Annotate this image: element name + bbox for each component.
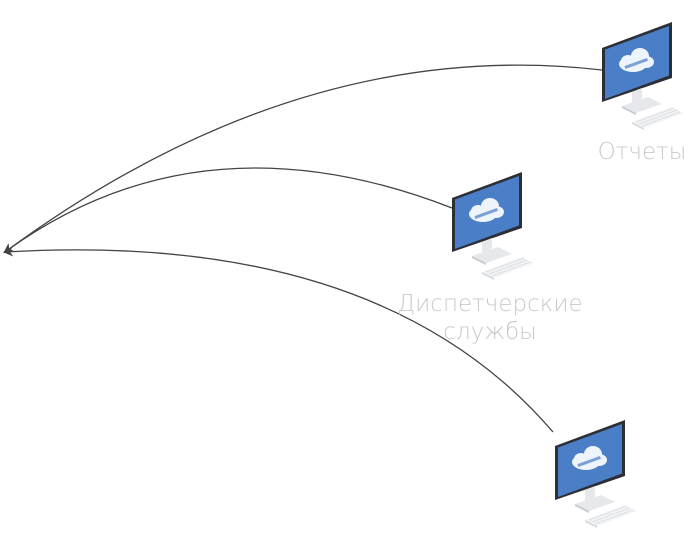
node-label-line: Отчеты — [597, 139, 687, 165]
arrow-from-reports — [3, 64, 603, 254]
computer-icon-dispatch — [451, 171, 535, 281]
computer-icon-third — [554, 419, 638, 529]
arrow-from-third — [3, 246, 554, 433]
node-label-line: службы — [443, 319, 537, 345]
arrow-from-dispatch — [3, 167, 453, 254]
node-label-dispatch: Диспетчерские службы — [380, 290, 600, 346]
node-label-reports: Отчеты — [586, 138, 698, 166]
computer-icon-reports — [601, 21, 685, 131]
node-label-line: Диспетчерские — [397, 291, 583, 317]
